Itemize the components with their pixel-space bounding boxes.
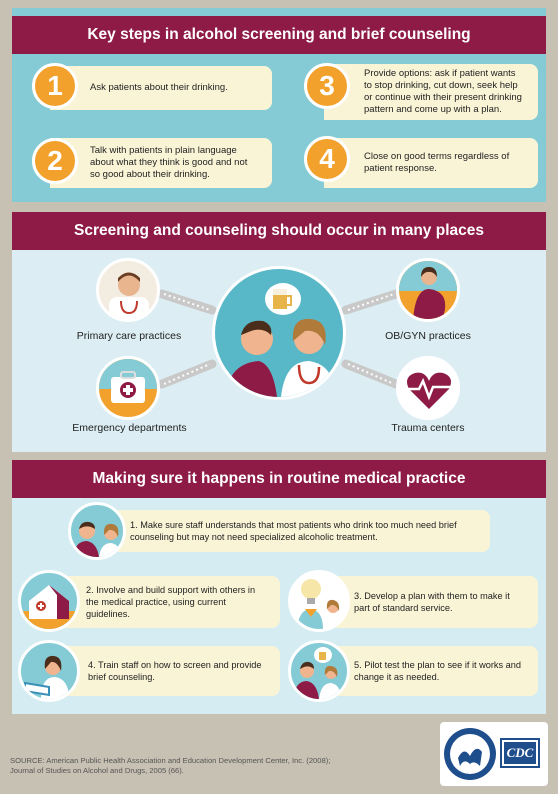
primary-care-icon — [96, 258, 160, 322]
first-aid-kit-icon — [96, 356, 160, 420]
key-steps-panel: Key steps in alcohol screening and brief… — [12, 8, 546, 202]
step-4-text: Close on good terms regardless of patien… — [364, 151, 510, 174]
connector-arrows — [157, 289, 401, 389]
doctor-patient-conversation-icon — [212, 266, 346, 400]
step-2-box: Talk with patients in plain language abo… — [50, 138, 272, 188]
practice-item-4-text: 4. Train staff on how to screen and prov… — [88, 660, 262, 682]
step-1-box: Ask patients about their drinking. — [50, 66, 272, 110]
training-staff-icon — [18, 640, 80, 702]
pilot-test-conversation-icon — [288, 640, 350, 702]
hhs-cdc-logo: CDC — [440, 722, 548, 786]
step-4-box: Close on good terms regardless of patien… — [324, 138, 538, 188]
source-line-1: SOURCE: American Public Health Associati… — [10, 756, 331, 765]
step-1-number: 1 — [32, 63, 78, 109]
step-3-number: 3 — [304, 63, 350, 109]
emergency-label: Emergency departments — [72, 422, 187, 434]
practice-item-3-text: 3. Develop a plan with them to make it p… — [354, 591, 510, 613]
step-2-number: 2 — [32, 138, 78, 184]
places-panel: Screening and counseling should occur in… — [12, 212, 546, 452]
practice-item-5-text: 5. Pilot test the plan to see if it work… — [354, 660, 521, 682]
practice-item-2-text: 2. Involve and build support with others… — [86, 585, 256, 619]
staff-pair-icon — [68, 502, 126, 560]
hhs-seal-icon — [444, 728, 540, 780]
practice-item-4: 4. Train staff on how to screen and prov… — [52, 646, 280, 696]
cdc-logo-text: CDC — [506, 745, 534, 760]
trauma-label: Trauma centers — [391, 422, 465, 434]
step-3-text: Provide options: ask if patient wants to… — [364, 68, 522, 115]
key-steps-title: Key steps in alcohol screening and brief… — [12, 16, 546, 54]
heartbeat-icon — [396, 356, 460, 420]
obgyn-label: OB/GYN practices — [385, 330, 471, 342]
step-2-text: Talk with patients in plain language abo… — [90, 145, 248, 180]
routine-practice-title: Making sure it happens in routine medica… — [12, 460, 546, 498]
practice-item-5: 5. Pilot test the plan to see if it work… — [330, 646, 538, 696]
practice-item-1: 1. Make sure staff understands that most… — [112, 510, 490, 552]
step-4-number: 4 — [304, 136, 350, 182]
places-title: Screening and counseling should occur in… — [12, 212, 546, 250]
source-line-2: Journal of Studies on Alcohol and Drugs,… — [10, 766, 184, 775]
practice-item-3: 3. Develop a plan with them to make it p… — [330, 576, 538, 628]
practice-item-1-text: 1. Make sure staff understands that most… — [130, 520, 457, 542]
source-citation: SOURCE: American Public Health Associati… — [10, 756, 330, 776]
practice-item-2: 2. Involve and build support with others… — [52, 576, 280, 628]
step-1-text: Ask patients about their drinking. — [90, 82, 228, 93]
lightbulb-idea-icon — [288, 570, 350, 632]
step-3-box: Provide options: ask if patient wants to… — [324, 64, 538, 120]
clinic-building-icon — [18, 570, 80, 632]
routine-practice-panel: Making sure it happens in routine medica… — [12, 460, 546, 714]
pregnant-woman-icon — [396, 258, 460, 322]
primary-care-label: Primary care practices — [76, 330, 182, 342]
